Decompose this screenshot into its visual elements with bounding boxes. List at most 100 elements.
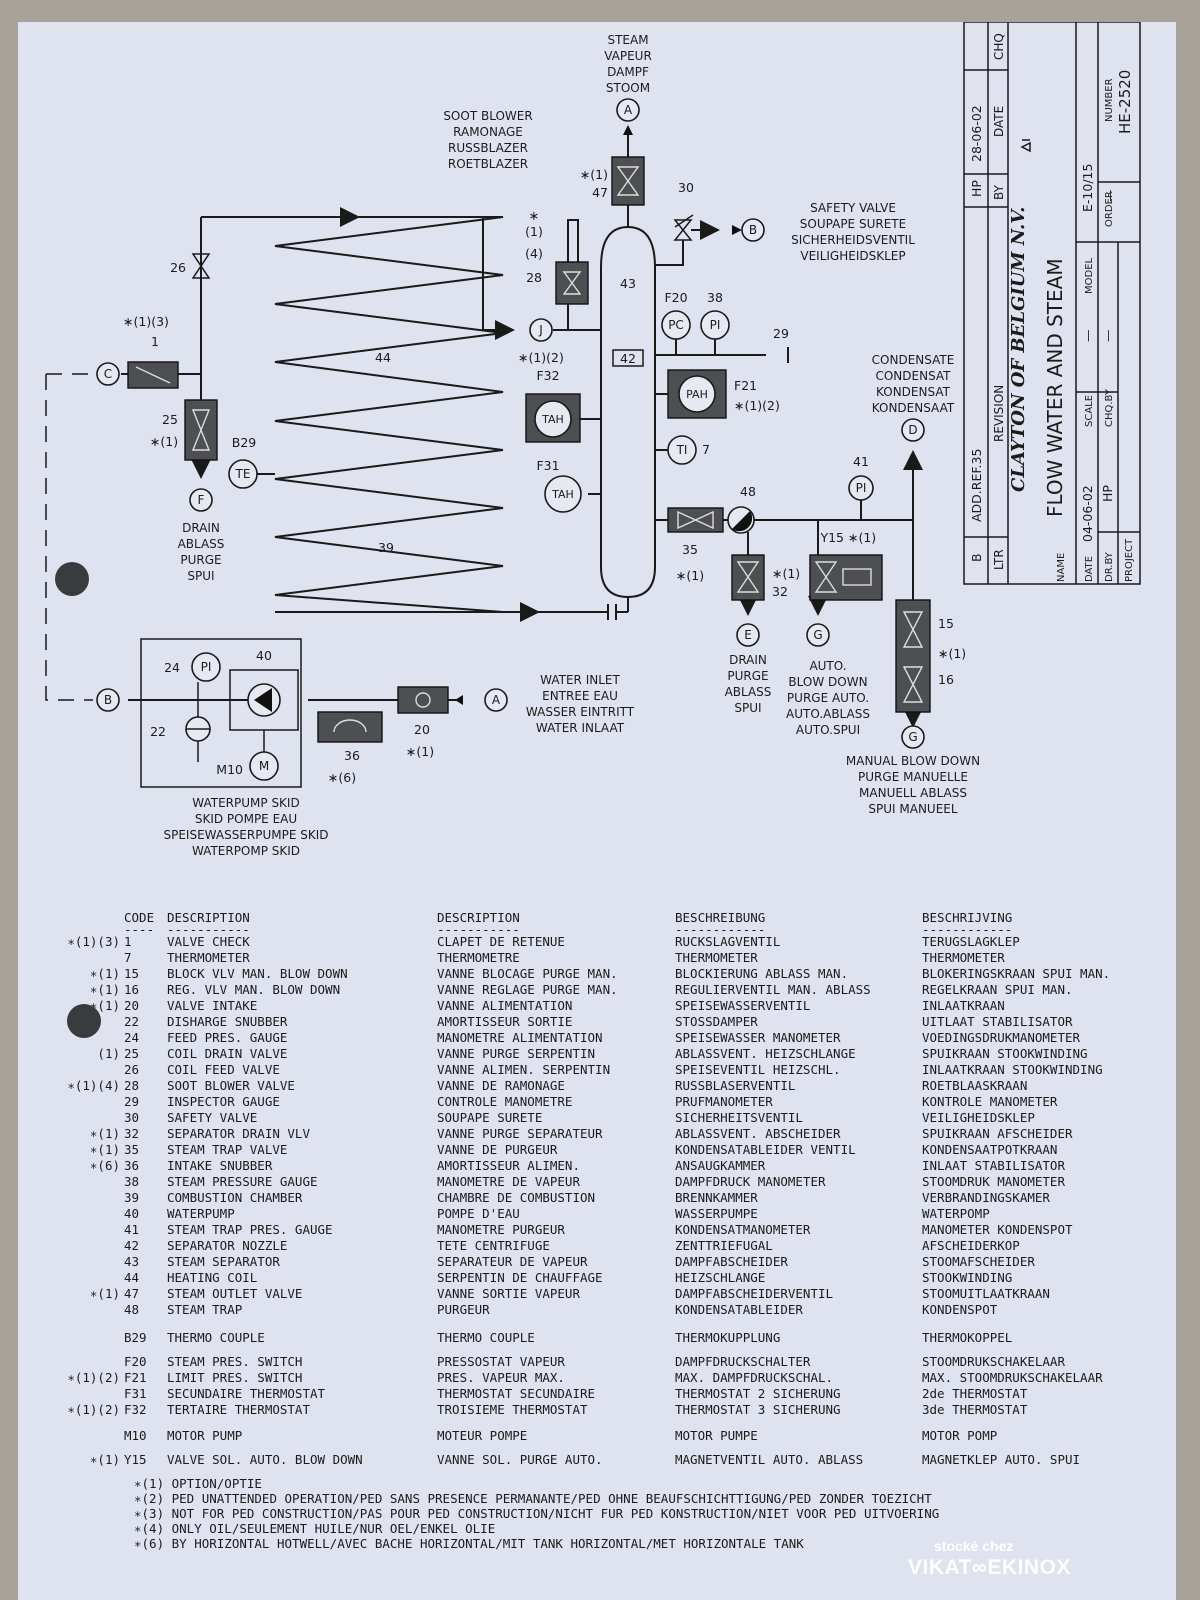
row-de: WASSERPUMPE [675,1206,758,1221]
row-note: ∗(1) [89,1142,120,1157]
row-fr: PRES. VAPEUR MAX. [437,1370,565,1385]
header-fr: DESCRIPTION [437,910,520,925]
row-nl: INLAATKRAAN [922,998,1005,1013]
row-note: ∗(1) [89,998,120,1013]
h-revision: REVISION [992,385,1006,442]
row-fr: VANNE PURGE SERPENTIN [437,1046,596,1061]
row-de: DAMPFDRUCK MANOMETER [675,1174,826,1189]
row-code: Y15 [124,1452,147,1467]
row-fr: TROISIEME THERMOSTAT [437,1402,588,1417]
label-44: 44 [375,350,391,365]
row-fr: VANNE SORTIE VAPEUR [437,1286,580,1301]
instrument-pc-f20: PC [661,310,691,340]
combustion-chamber-39 [274,449,608,613]
svg-text:C: C [104,367,112,381]
steam-trap-valve-35 [667,507,724,533]
separator-nozzle-42 [612,349,644,367]
row-de: RUSSBLASERVENTIL [675,1078,796,1093]
row-note: ∗(1) [89,982,120,997]
label-26: 26 [170,260,186,275]
row-en: STEAM SEPARATOR [167,1254,280,1269]
header-en: DESCRIPTION [167,910,250,925]
svg-text:A: A [624,103,633,117]
row-nl: KONDENSPOT [922,1302,998,1317]
row-de: DAMPFABSCHEIDERVENTIL [675,1286,834,1301]
row-de: REGULIERVENTIL MAN. ABLASS [675,982,871,997]
row-fr: AMORTISSEUR SORTIE [437,1014,573,1029]
label-y15: Y15 [819,530,844,545]
h-number: NUMBER [1104,78,1115,122]
row-nl: MOTOR POMP [922,1428,998,1443]
row-code: 15 [124,966,140,981]
connector-g-manual: G [901,725,925,749]
h-scale: SCALE [1084,395,1095,427]
label-28-p1: (1) [525,224,543,239]
svg-text:PAH: PAH [686,388,708,401]
row-en: TERTAIRE THERMOSTAT [167,1402,310,1417]
row-fr: THERMO COUPLE [437,1330,535,1345]
date-value: 04-06-02 [1080,485,1095,542]
label-22: 22 [150,724,166,739]
row-note: ∗(1)(2) [67,1402,120,1417]
row-de: SICHERHEITSVENTIL [675,1110,803,1125]
row-fr: VANNE SOL. PURGE AUTO. [437,1452,603,1467]
row-en: VALVE CHECK [167,934,250,949]
row-de: SPEISEWASSERVENTIL [675,998,811,1013]
label-40: 40 [256,648,272,663]
instrument-pi-41: PI [848,475,874,501]
instrument-te-b29: TE [228,459,258,489]
row-nl: STOOKWINDING [922,1270,1013,1285]
coil-feed-valve-26 [191,253,211,279]
row-fr: VANNE BLOCAGE PURGE MAN. [437,966,618,981]
title-block: B ADD.REF.35 HP 28-06-02 LTR REVISION BY… [963,22,1141,585]
row-code: 1 [124,934,132,949]
row-fr: VANNE ALIMEN. SERPENTIN [437,1062,611,1077]
svg-text:G: G [908,730,917,744]
row-en: COMBUSTION CHAMBER [167,1190,303,1205]
label-f20: F20 [664,290,687,305]
label-30: 30 [678,180,694,195]
drawing-name: FLOW WATER AND STEAM [1043,258,1067,517]
row-de: ABLASSVENT. ABSCHEIDER [675,1126,841,1141]
label-47: 47 [592,185,608,200]
svg-text:E: E [744,628,752,642]
row-en: INTAKE SNUBBER [167,1158,273,1173]
h-date: DATE [992,106,1006,137]
connector-e: E [736,623,760,647]
rev-by: HP [969,180,984,197]
label-1-note: ∗(1)(3) [123,314,169,329]
label-f21-note: ∗(1)(2) [734,398,780,413]
connector-b-pump: B [96,688,120,712]
row-code: F31 [124,1386,147,1401]
row-en: STEAM TRAP [167,1302,243,1317]
label-25: 25 [162,412,178,427]
svg-text:D: D [908,423,917,437]
company-name: CLAYTON OF BELGIUM N.V. [1008,207,1029,492]
row-code: 22 [124,1014,140,1029]
row-de: MAX. DAMPFDRUCKSCHAL. [675,1370,834,1385]
connector-j: J [529,318,553,342]
label-29: 29 [773,326,789,341]
row-code: 42 [124,1238,140,1253]
order-value: — [1102,190,1117,203]
instrument-m-m10: M [249,751,279,781]
row-code: 20 [124,998,140,1013]
svg-text:M: M [259,759,269,773]
connector-d: D [901,418,925,442]
connector-c: C [96,362,120,386]
footnote: ∗(1) OPTION/OPTIE [134,1476,262,1491]
row-de: KONDENSATABLEIDER [675,1302,803,1317]
drby-value: HP [1100,485,1115,502]
row-de: KONDENSATMANOMETER [675,1222,811,1237]
